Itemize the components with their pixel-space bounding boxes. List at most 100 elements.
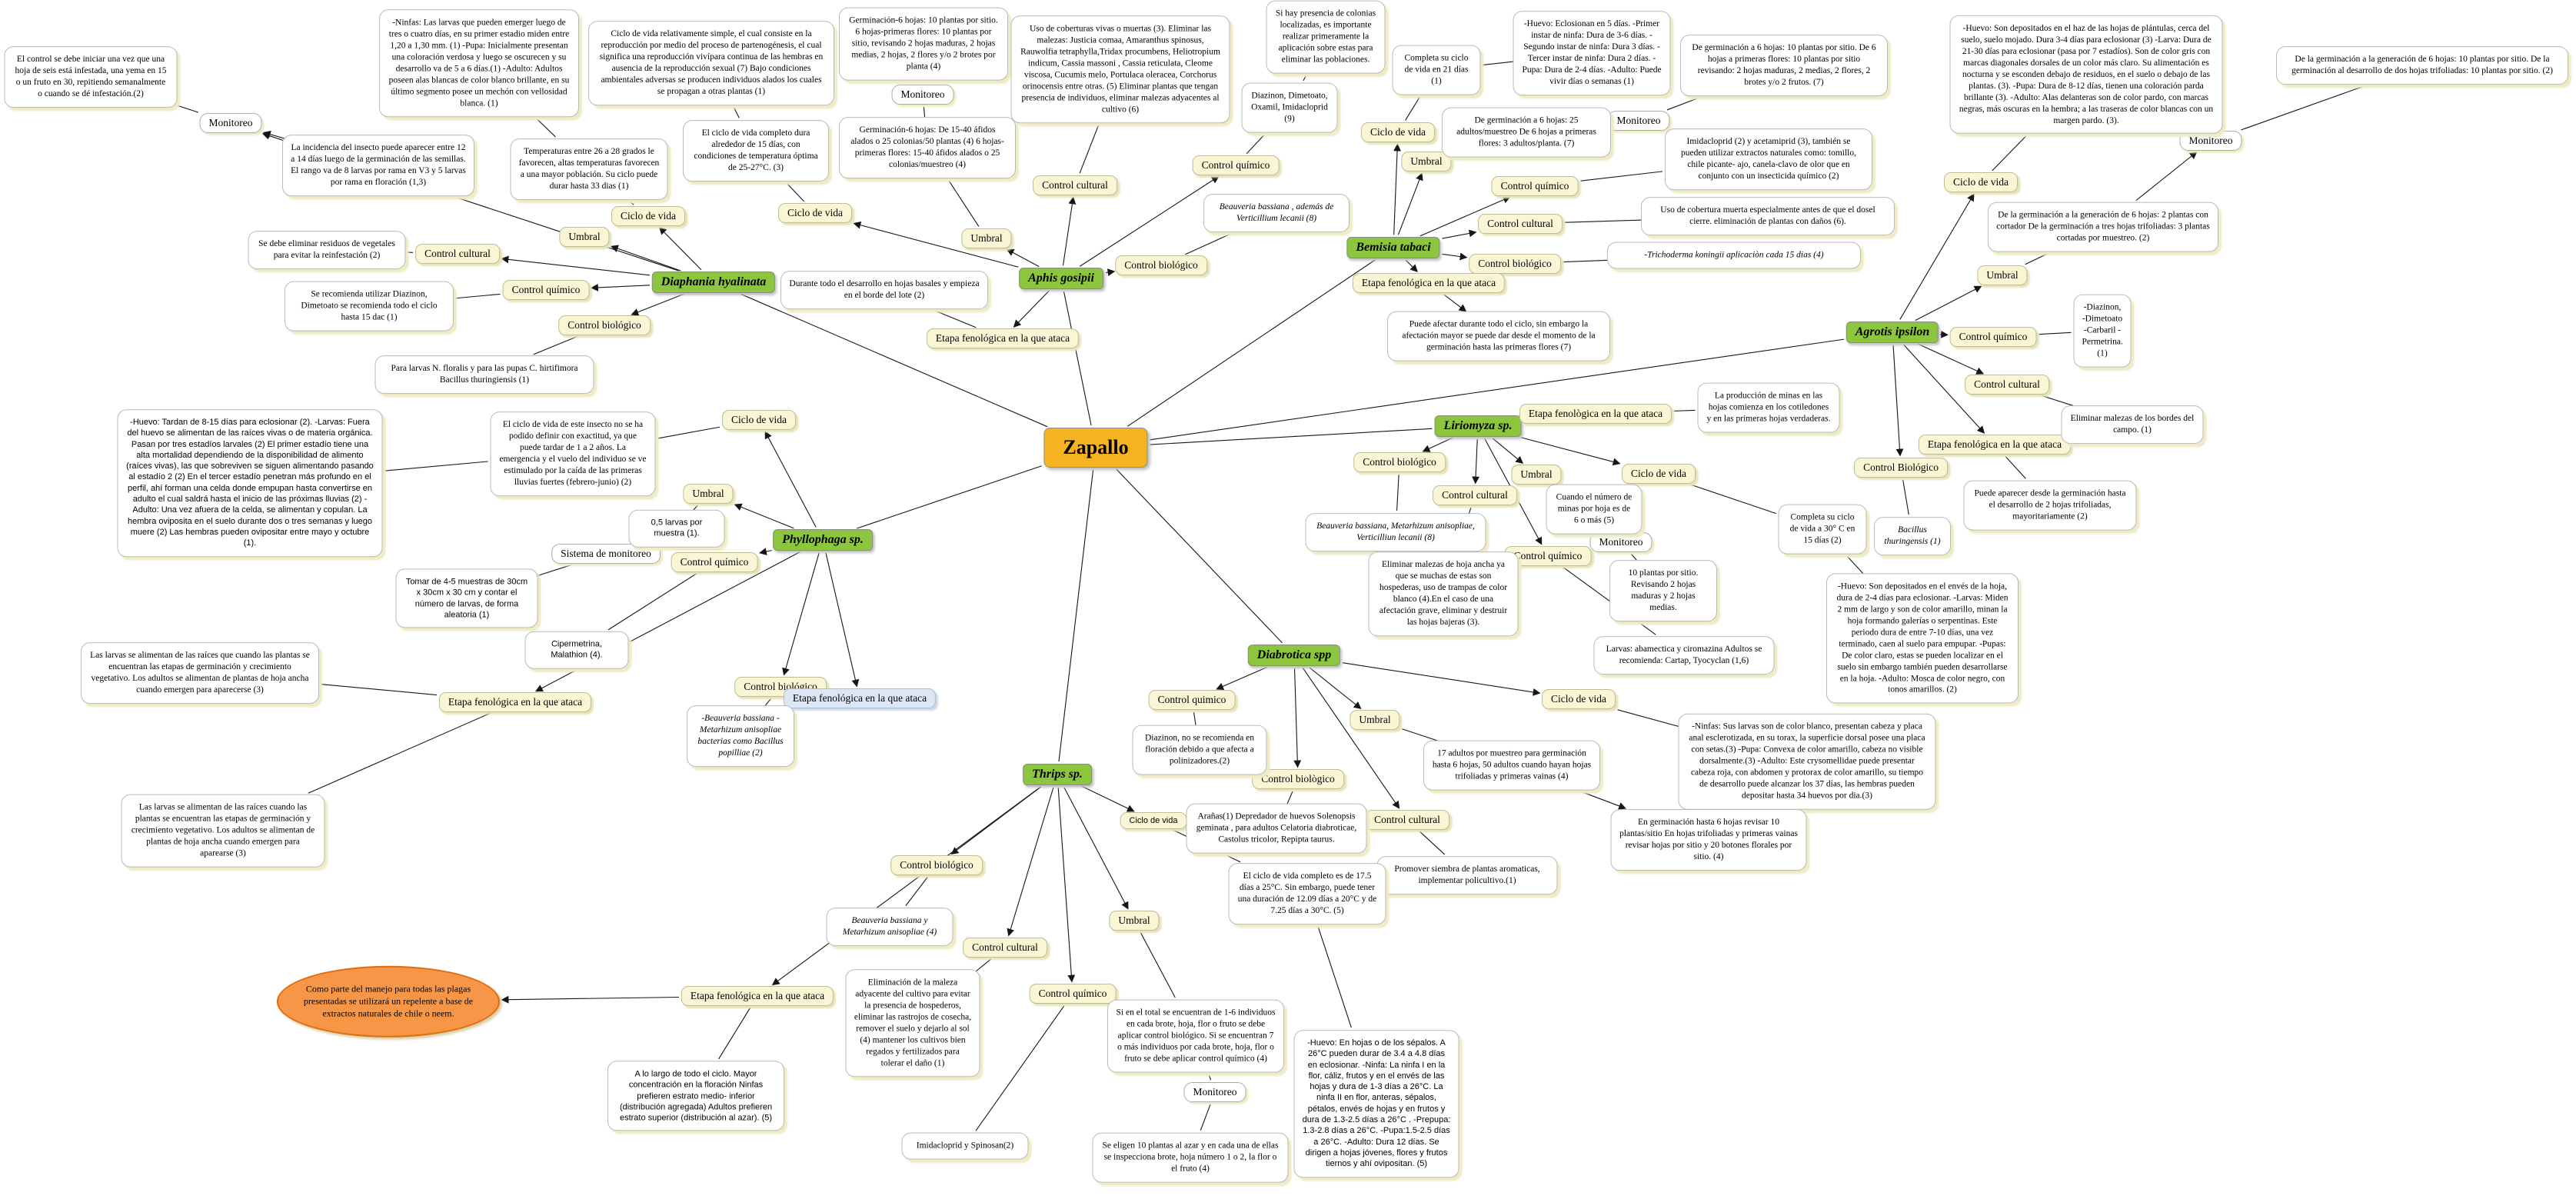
node-p-etapa[interactable]: Etapa fenológica en la que ataca <box>438 692 592 712</box>
node-t-cultural[interactable]: Control cultural <box>963 938 1047 958</box>
node-b-biologico-box[interactable]: -Trichoderma koningii aplicaciòn cada 15… <box>1607 242 1861 269</box>
node-t-biologico-box[interactable]: Beauveria bassiana y Metarhizum anisopli… <box>826 908 954 946</box>
node-l-umbral[interactable]: Umbral <box>1511 465 1562 485</box>
node-l-quimico-box[interactable]: Larvas: abamectica y ciromazina Adultos … <box>1593 636 1775 675</box>
node-dia-quimico-box[interactable]: Diazinon, no se recomienda en floración … <box>1132 725 1267 775</box>
node-b-etapa-box[interactable]: Puede afectar durante todo el ciclo, sin… <box>1387 311 1610 361</box>
node-b-ciclo[interactable]: Ciclo de vida <box>1361 122 1435 142</box>
node-g-cultural-box[interactable]: Eliminar malezas de los bordes del campo… <box>2061 405 2204 444</box>
node-aphis[interactable]: Aphis gosipii <box>1019 268 1103 289</box>
node-t-umbral-box[interactable]: Si en el total se encuentran de 1-6 indi… <box>1107 999 1284 1073</box>
node-b-quimico-box[interactable]: Imidacloprid (2) y acetamiprid (3), tamb… <box>1665 128 1872 190</box>
node-d-quimico[interactable]: Control químico <box>502 280 590 300</box>
node-t-ciclo-box[interactable]: El ciclo de vida completo es de 17.5 día… <box>1228 863 1386 924</box>
node-l-umbral-box[interactable]: Cuando el número de minas por hoja es de… <box>1546 484 1642 535</box>
node-p-umbral-box[interactable]: 0,5 larvas por muestra (1). <box>628 509 725 548</box>
node-dia-cultural[interactable]: Control cultural <box>1365 810 1449 830</box>
node-g-umbral-box[interactable]: De la germinación a la generación de 6 h… <box>1988 202 2218 252</box>
node-g-ciclo[interactable]: Ciclo de vida <box>1944 172 2018 192</box>
node-t-huevo-box[interactable]: -Huevo: En hojas o de los sépalos. A 26°… <box>1293 1030 1459 1178</box>
node-bemisia[interactable]: Bemisia tabaci <box>1346 237 1440 258</box>
node-b-umbral-box[interactable]: De germinación a 6 hojas: 25 adultos/mue… <box>1442 107 1611 158</box>
node-g-monitoreo[interactable]: Monitoreo <box>2179 131 2242 151</box>
node-dia-monitoreo-box[interactable]: En germinación hasta 6 hojas revisar 10 … <box>1610 809 1807 871</box>
node-p-huevo-box[interactable]: -Huevo: Tardan de 8-15 días para eclosio… <box>117 409 383 557</box>
node-a-ciclo[interactable]: Ciclo de vida <box>778 203 852 223</box>
node-a-umbral-box[interactable]: Germinación-6 hojas: De 15-40 áfidos ala… <box>839 117 1016 178</box>
node-a-colonias[interactable]: Si hay presencia de colonias localizadas… <box>1266 0 1386 74</box>
node-dia-biologico[interactable]: Control biològico <box>1252 769 1344 789</box>
node-g-etapa-box[interactable]: Puede aparecer desde la germinación hast… <box>1963 480 2137 531</box>
node-p-ciclo[interactable]: Ciclo de vida <box>722 410 796 430</box>
node-d-diazinon[interactable]: Se recomienda utilizar Diazinon, Dimetoa… <box>285 281 454 331</box>
node-d-larvas-bt[interactable]: Para larvas N. floralis y para las pupas… <box>374 355 594 394</box>
node-g-quimico-box[interactable]: -Diazinon, -Dimetoato -Carbaril -Permetr… <box>2073 294 2132 368</box>
node-a-quimico-box[interactable]: Diazinon, Dimetoato, Oxamil, Imidaclopri… <box>1241 82 1338 133</box>
node-l-quimico[interactable]: Control químico <box>1504 546 1592 566</box>
node-d-cultural[interactable]: Control cultural <box>415 244 500 264</box>
node-t-monitoreo-box[interactable]: Se eligen 10 plantas al azar y en cada u… <box>1092 1132 1289 1183</box>
node-t-umbral[interactable]: Umbral <box>1109 911 1160 931</box>
node-p-quimico[interactable]: Control químico <box>671 552 758 572</box>
node-g-etapa[interactable]: Etapa fenológica en la que ataca <box>1918 435 2072 455</box>
node-a-beauveria[interactable]: Beauveria bassiana , además de Verticill… <box>1203 194 1350 232</box>
node-g-quimico[interactable]: Control químico <box>1949 327 2037 347</box>
node-d-temperaturas[interactable]: Temperaturas entre 26 a 28 grados le fav… <box>510 138 668 200</box>
node-a-monitoreo-box[interactable]: Germinación-6 hojas: 10 plantas por siti… <box>839 7 1008 81</box>
node-thrips[interactable]: Thrips sp. <box>1023 764 1092 785</box>
node-dia-umbral-box[interactable]: 17 adultos por muestreo para germinación… <box>1423 740 1600 791</box>
node-dia-cultural-box[interactable]: Promover siembra de plantas aromaticas, … <box>1376 856 1558 895</box>
node-p-sistema[interactable]: Sistema de monitoreo <box>551 544 661 564</box>
node-d-umbral[interactable]: Umbral <box>559 227 610 247</box>
node-b-cultural-box[interactable]: Uso de cobertura muerta especialmente an… <box>1641 197 1895 235</box>
node-liriomyza[interactable]: Liriomyza sp. <box>1434 415 1522 437</box>
node-a-quimico[interactable]: Control químico <box>1192 155 1280 175</box>
node-p-quimico-box[interactable]: Cipermetrina, Malathion (4). <box>524 631 629 669</box>
node-a-coberturas[interactable]: Uso de coberturas vivas o muertas (3). E… <box>1010 15 1230 123</box>
node-a-cultural[interactable]: Control cultural <box>1033 175 1117 195</box>
node-g-monitoreo-box[interactable]: De la germinación a la generación de 6 h… <box>2276 46 2568 85</box>
node-dia-umbral[interactable]: Umbral <box>1350 710 1400 730</box>
node-b-biologico[interactable]: Control biológico <box>1469 254 1561 274</box>
node-t-quimico-box[interactable]: Imidacloprid y Spinosan(2) <box>901 1132 1029 1160</box>
node-diaphania[interactable]: Diaphania hyalinata <box>651 272 776 293</box>
node-d-ciclo[interactable]: Ciclo de vida <box>611 206 685 226</box>
node-g-cultural[interactable]: Control cultural <box>1965 375 2049 395</box>
node-a-etapa[interactable]: Etapa fenológica en la que ataca <box>926 328 1080 348</box>
node-b-cultural[interactable]: Control cultural <box>1478 214 1563 234</box>
node-t-quimico[interactable]: Control químico <box>1029 984 1117 1004</box>
node-d-residuos[interactable]: Se debe eliminar residuos de vegetales p… <box>248 231 406 269</box>
node-g-umbral[interactable]: Umbral <box>1977 265 2028 285</box>
node-d-ninfas[interactable]: -Ninfas: Las larvas que pueden emerger l… <box>379 9 579 117</box>
node-d-biologico[interactable]: Control biológico <box>558 315 651 335</box>
node-a-biologico[interactable]: Control biológico <box>1115 255 1207 275</box>
node-a-monitoreo[interactable]: Monitoreo <box>891 85 954 105</box>
node-a-umbral[interactable]: Umbral <box>961 228 1012 248</box>
node-g-ciclo-box[interactable]: -Huevo: Son depositados en el haz de las… <box>1949 15 2223 135</box>
node-d-incidencia[interactable]: La incidencia del insecto puede aparecer… <box>282 135 474 196</box>
node-p-biologico-box[interactable]: -Beauveria bassiana -Metarhizum anisopli… <box>687 705 794 767</box>
node-diabrotica[interactable]: Diabrotica spp <box>1247 645 1341 666</box>
node-d-monitoreo[interactable]: Monitoreo <box>199 113 262 133</box>
node-agrotis[interactable]: Agrotis ipsilon <box>1845 321 1939 343</box>
node-p-umbral[interactable]: Umbral <box>683 484 734 504</box>
node-dia-quimico[interactable]: Control quimico <box>1148 690 1236 710</box>
node-t-ciclo[interactable]: Ciclo de vida <box>1120 812 1187 829</box>
node-l-biologico-box[interactable]: Beauveria bassiana, Metarhizum anisoplia… <box>1305 513 1486 551</box>
node-p-ciclo-box[interactable]: El ciclo de vida de este insecto no se h… <box>490 411 656 496</box>
node-p-etapa2[interactable]: Etapa fenológica en la que ataca <box>783 688 937 708</box>
node-p-larvas2[interactable]: Las larvas se alimentan de las raíces cu… <box>121 794 325 868</box>
node-a-ciclo-15[interactable]: El ciclo de vida completo dura alrededor… <box>683 120 829 182</box>
node-t-etapa[interactable]: Etapa fenológica en la que ataca <box>681 986 834 1006</box>
node-d-durante[interactable]: Durante todo el desarrollo en hojas basa… <box>780 271 988 309</box>
node-g-biologico-box[interactable]: Bacillus thuringensis (1) <box>1874 517 1951 555</box>
node-l-huevo-box[interactable]: -Huevo: Son depositados en el envés de l… <box>1826 573 2019 704</box>
node-b-etapa[interactable]: Etapa fenológica en la que ataca <box>1352 273 1506 293</box>
node-l-monitoreo-box[interactable]: 10 plantas por sitio. Revisando 2 hojas … <box>1609 560 1717 621</box>
node-l-cultural-box[interactable]: Eliminar malezas de hoja ancha ya que se… <box>1368 551 1519 636</box>
node-p-sistema-box[interactable]: Tomar de 4-5 muestras de 30cm x 30cm x 3… <box>395 568 538 628</box>
node-dia-ciclo[interactable]: Ciclo de vida <box>1542 689 1616 709</box>
node-g-biologico[interactable]: Control Biológico <box>1854 458 1948 478</box>
node-l-biologico[interactable]: Control biológico <box>1353 452 1446 472</box>
node-dia-ciclo-box[interactable]: -Ninfas: Sus larvas son de color blanco,… <box>1678 713 1936 810</box>
